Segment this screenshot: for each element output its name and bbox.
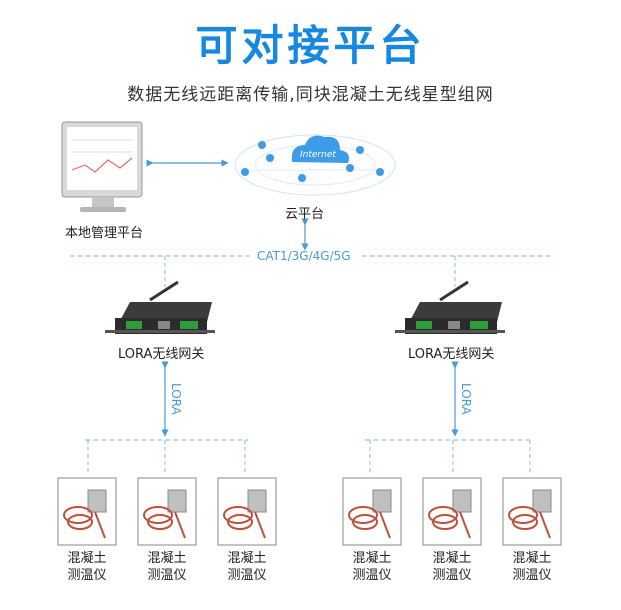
gateway-label-2: LORA无线网关 [408, 347, 495, 362]
sensor-label-4: 混凝土 测温仪 [342, 550, 402, 584]
lora-link-label-1: LORA [169, 383, 183, 415]
page-subtitle: 数据无线远距离传输,同块混凝土无线星型组网 [127, 85, 494, 105]
sensor-label-2: 混凝土 测温仪 [137, 550, 197, 584]
sensor-label-line1: 混凝土 [352, 551, 392, 566]
sensor-label-1: 混凝土 测温仪 [57, 550, 117, 584]
cloud-platform-label: 云平台 [285, 207, 325, 222]
sensor-box-1 [57, 477, 117, 546]
sensor-label-line1: 混凝土 [227, 551, 267, 566]
sensor-label-line2: 测温仪 [227, 568, 267, 583]
sensor-device-icon-6 [508, 489, 552, 539]
sensor-label-line2: 测温仪 [512, 568, 552, 583]
sensor-label-line2: 测温仪 [67, 568, 107, 583]
gateway-label-1: LORA无线网关 [118, 347, 205, 362]
network-type-label: CAT1/3G/4G/5G [257, 249, 351, 263]
sensor-label-line1: 混凝土 [512, 551, 552, 566]
sensor-label-line2: 测温仪 [147, 568, 187, 583]
sensor-device-icon-5 [428, 489, 472, 539]
sensor-label-line1: 混凝土 [147, 551, 187, 566]
sensor-device-icon-4 [348, 489, 392, 539]
sensor-device-icon-3 [223, 489, 267, 539]
sensor-label-line2: 测温仪 [432, 568, 472, 583]
cloud-internet-badge: Internet [300, 150, 336, 160]
sensor-label-6: 混凝土 测温仪 [502, 550, 562, 584]
lora-gateway-device-1 [105, 280, 215, 334]
sensor-label-line2: 测温仪 [352, 568, 392, 583]
sensor-label-3: 混凝土 测温仪 [217, 550, 277, 584]
sensor-label-line1: 混凝土 [67, 551, 107, 566]
cloud-network-icon [234, 134, 396, 196]
sensor-box-4 [342, 477, 402, 546]
local-platform-label: 本地管理平台 [65, 226, 144, 241]
sensor-box-6 [502, 477, 562, 546]
page-title: 可对接平台 [195, 21, 426, 70]
computer-monitor-icon [61, 121, 143, 212]
lora-gateway-device-2 [395, 280, 505, 334]
sensor-device-icon-2 [143, 489, 187, 539]
sensor-label-5: 混凝土 测温仪 [422, 550, 482, 584]
lora-link-label-2: LORA [459, 383, 473, 415]
sensor-box-5 [422, 477, 482, 546]
sensor-box-2 [137, 477, 197, 546]
sensor-box-3 [217, 477, 277, 546]
sensor-device-icon-1 [63, 489, 107, 539]
sensor-label-line1: 混凝土 [432, 551, 472, 566]
